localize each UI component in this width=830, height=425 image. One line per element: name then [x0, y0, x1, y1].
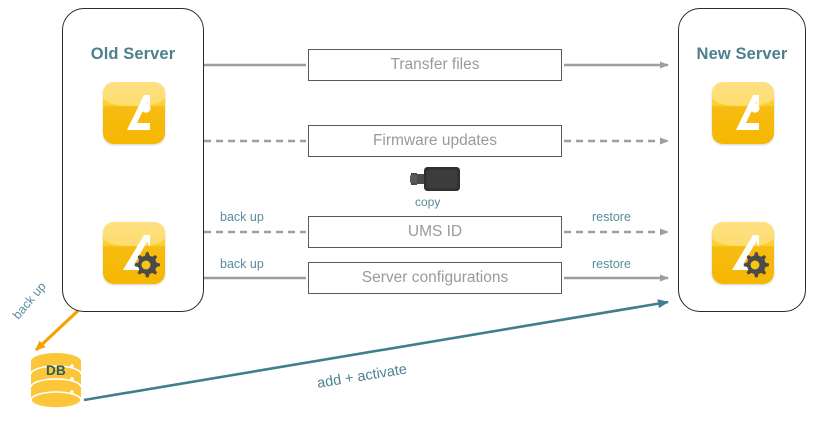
app-logo-icon: [736, 95, 760, 130]
add-activate-label: add + activate: [316, 361, 409, 392]
copy-label: copy: [415, 195, 441, 209]
usb-stick-icon: [410, 167, 460, 191]
database-label: DB: [46, 363, 66, 378]
new-server-app-icon[interactable]: [712, 82, 774, 144]
database-icon[interactable]: [28, 352, 84, 414]
server-configurations-restore-label: restore: [592, 257, 631, 271]
database-backup-label: back up: [10, 279, 49, 322]
box-server-configurations-label: Server configurations: [361, 269, 509, 286]
box-transfer-files[interactable]: Transfer files: [308, 49, 562, 81]
app-logo-icon: [127, 95, 151, 130]
new-server-config-icon[interactable]: [712, 222, 774, 284]
box-ums-id[interactable]: UMS ID: [308, 216, 562, 248]
old-server-title: Old Server: [90, 45, 176, 63]
box-server-configurations[interactable]: Server configurations: [308, 262, 562, 294]
new-server-title: New Server: [696, 45, 788, 63]
app-logo-icon: [732, 235, 759, 270]
ums-id-backup-label: back up: [220, 210, 264, 224]
box-firmware-updates-label: Firmware updates: [372, 132, 498, 149]
app-logo-icon: [123, 235, 150, 270]
server-configurations-backup-label: back up: [220, 257, 264, 271]
ums-id-restore-label: restore: [592, 210, 631, 224]
add-activate-arrow: [83, 299, 669, 402]
box-ums-id-label: UMS ID: [407, 223, 463, 240]
box-firmware-updates[interactable]: Firmware updates: [308, 125, 562, 157]
gear-icon: [743, 252, 769, 278]
gear-icon: [134, 252, 160, 278]
old-server-app-icon[interactable]: [103, 82, 165, 144]
box-transfer-files-label: Transfer files: [390, 56, 480, 73]
old-server-config-icon[interactable]: [103, 222, 165, 284]
